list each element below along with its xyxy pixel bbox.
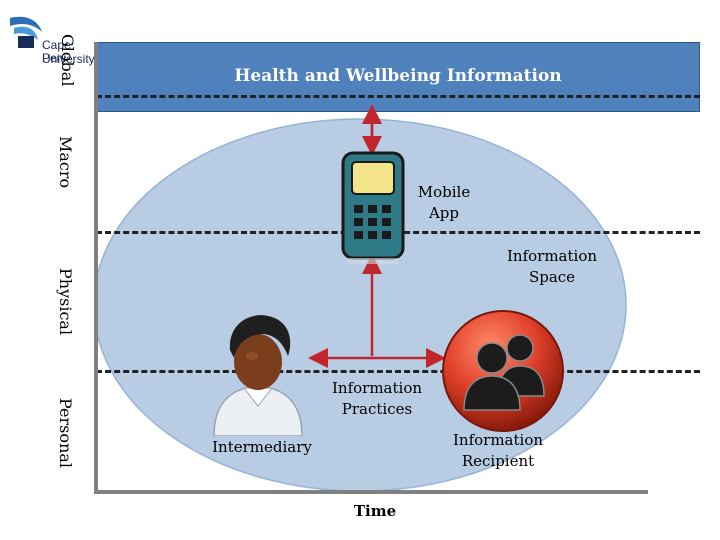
information-practices-label-line1: Information [331,379,423,397]
time-axis-label: Time [353,502,397,520]
divider-global-macro [96,95,700,98]
university-logo: Cape Peni University [4,14,96,70]
intermediary-person-icon [213,315,303,436]
information-practices-label: Information Practices [326,378,428,420]
level-label-physical: Physical [56,268,75,336]
information-recipient-label-line2: Recipient [461,452,535,470]
logo-text-line1: Cape Peni [42,38,71,65]
intermediary-label: Intermediary [212,438,312,456]
level-label-macro: Macro [56,136,75,189]
information-recipient-group-icon [442,310,564,432]
logo-mark-icon [10,16,42,48]
mobile-phone-icon [341,151,405,264]
logo-text-line2: University [42,52,95,66]
information-recipient-label-line1: Information [452,431,544,449]
vertical-axis [94,42,98,494]
level-label-personal: Personal [56,398,75,468]
mobile-app-label-line2: App [428,204,460,222]
information-space-label-line2: Space [528,268,576,286]
banner-title: Health and Wellbeing Information [234,66,562,86]
information-practices-label-line2: Practices [341,400,413,418]
divider-physical-personal [96,370,700,373]
mobile-app-label-line1: Mobile [417,183,471,201]
horizontal-axis [94,490,648,494]
information-recipient-label: Information Recipient [444,430,552,472]
global-banner [96,42,700,112]
information-space-label-line1: Information [506,247,598,265]
level-label-global: Global [58,34,77,87]
mobile-app-label: Mobile App [408,182,480,224]
information-space-label: Information Space [500,246,604,288]
